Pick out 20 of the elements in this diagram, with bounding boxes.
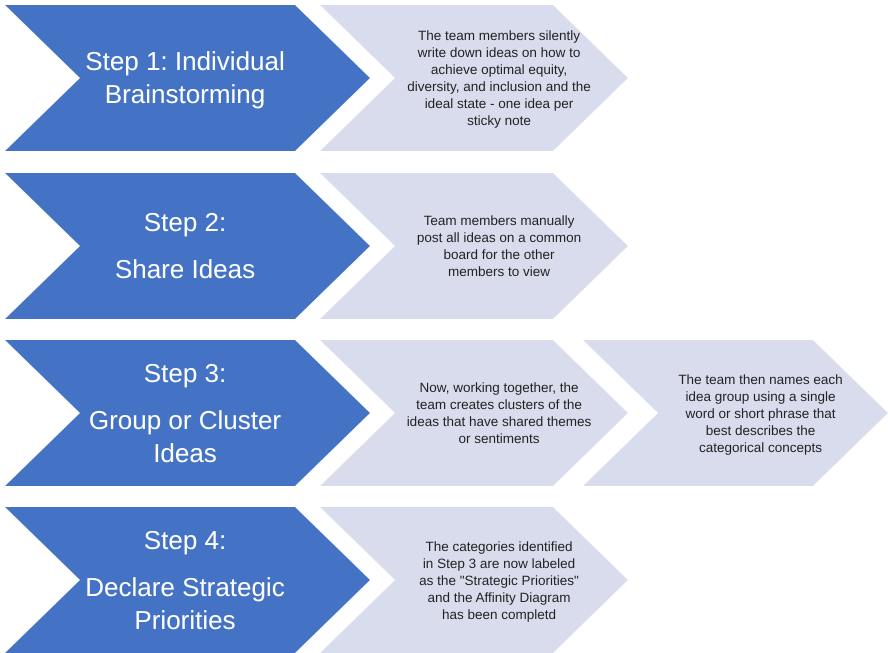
step-title: Declare Strategic Priorities	[84, 570, 286, 636]
step-panel	[5, 173, 370, 319]
description-text: The categories identified in Step 3 are now labeled as the "Strategic Priorities" and the Affinity Diagram has been completd	[419, 538, 579, 622]
step-title: Step 1: Individual Brainstorming	[84, 45, 286, 111]
step-title: Group or Cluster Ideas	[88, 404, 282, 470]
step-panel	[5, 5, 370, 151]
description-panel	[320, 507, 628, 653]
description-panel	[320, 340, 628, 486]
step-panel	[5, 340, 370, 486]
description-text: Now, working together, the team creates clusters of the ideas that have shared themes or sentiments	[406, 379, 592, 447]
step-panel	[5, 507, 370, 653]
description-text: The team then names each idea group using a single word or short phrase that best describes the categorical concepts	[677, 370, 844, 456]
step-title: Share Ideas	[114, 253, 256, 286]
step-title: Step 4:	[144, 524, 226, 556]
description-text: The team members silently write down ideas on how to achieve optimal equity, diversity, and inclusion and the ideal state - one idea per sticky note	[406, 27, 592, 129]
step-title: Step 2:	[144, 206, 226, 239]
step-title: Step 3:	[144, 356, 226, 390]
description-panel	[320, 5, 628, 151]
description-panel	[320, 173, 628, 319]
description-text: Team members manually post all ideas on a common board for the other members to view	[416, 212, 582, 280]
